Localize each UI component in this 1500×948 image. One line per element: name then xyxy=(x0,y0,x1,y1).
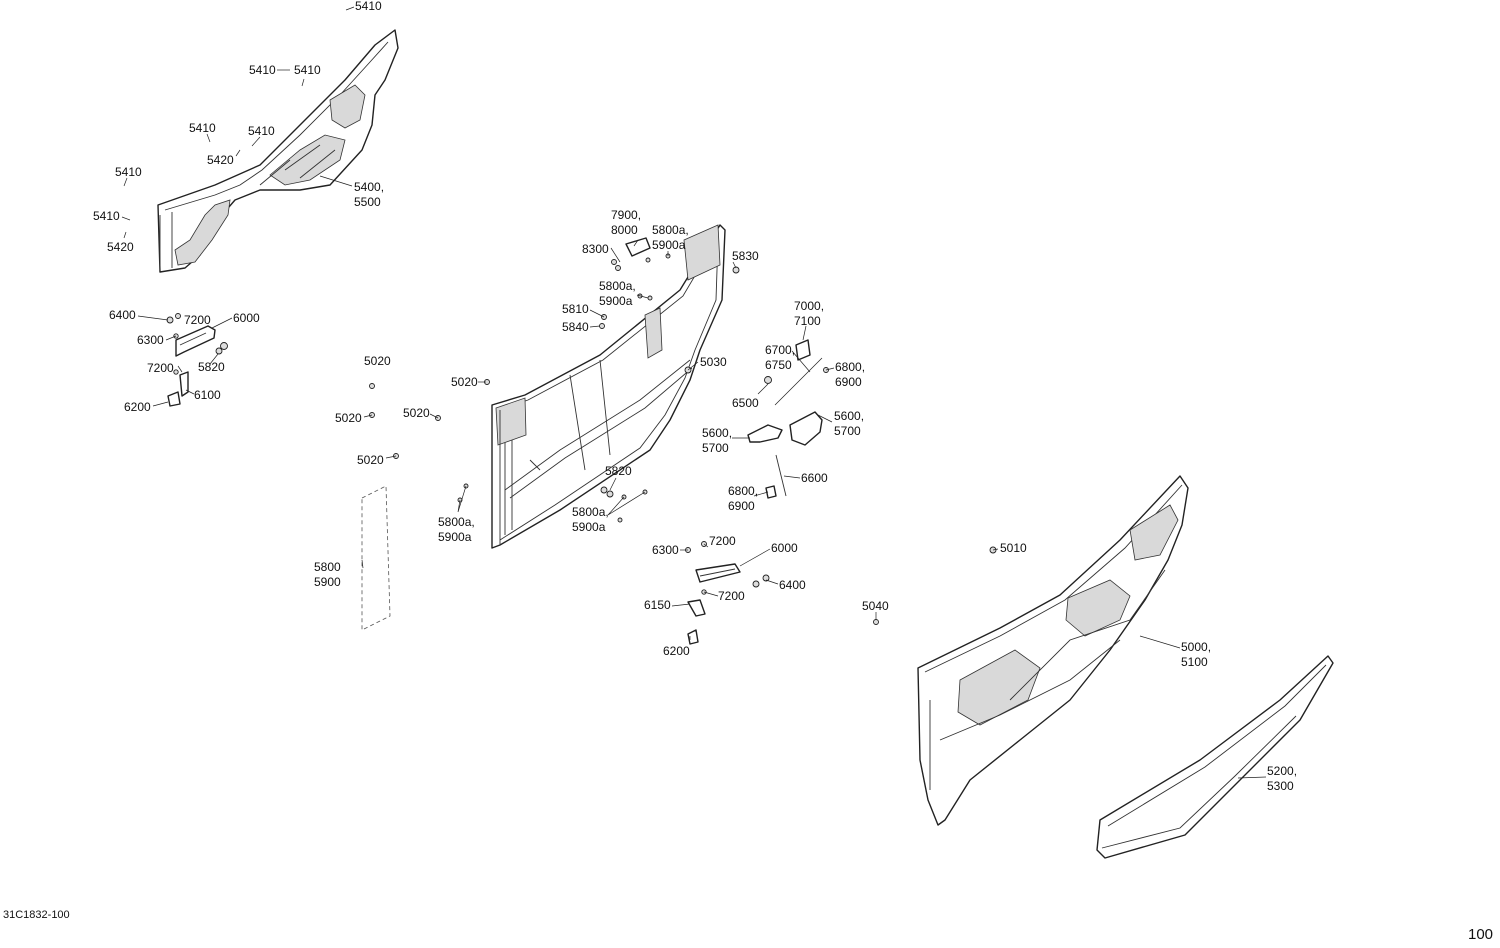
callout-7200: 7200 xyxy=(709,534,736,548)
upper-hinge-group xyxy=(166,313,228,407)
door-frame xyxy=(491,224,726,549)
callout-6000: 6000 xyxy=(771,541,798,555)
latch-mechanism xyxy=(747,339,829,499)
callout-5300: 5300 xyxy=(1267,779,1294,793)
callout-5900a: 5900a xyxy=(599,294,633,308)
callout-5820: 5820 xyxy=(198,360,225,374)
callout-7200: 7200 xyxy=(147,361,174,375)
callout-5020: 5020 xyxy=(451,375,478,389)
callout-6400: 6400 xyxy=(779,578,806,592)
callout-6700: 6700, xyxy=(765,343,795,357)
callout-5410: 5410 xyxy=(249,63,276,77)
callout-5700: 5700 xyxy=(834,424,861,438)
callout-5830: 5830 xyxy=(732,249,759,263)
callout-5800a: 5800a, xyxy=(438,515,475,529)
callout-6150: 6150 xyxy=(644,598,671,612)
callout-6200: 6200 xyxy=(124,400,151,414)
outer-door-panel xyxy=(917,475,1189,826)
callout-5900a: 5900a xyxy=(438,530,472,544)
callout-labels: 5410 5410 5410 5410 5410 5420 5410 5410 … xyxy=(93,0,1297,793)
callout-5900a: 5900a xyxy=(652,238,686,252)
callout-5900a: 5900a xyxy=(572,520,606,534)
callout-6800: 6800, xyxy=(728,484,758,498)
callout-6300: 6300 xyxy=(652,543,679,557)
inner-trim-panel xyxy=(157,29,399,273)
callout-5800a: 5800a, xyxy=(652,223,689,237)
callout-6800: 6800, xyxy=(835,360,865,374)
callout-5020: 5020 xyxy=(364,354,391,368)
callout-5800a: 5800a, xyxy=(599,279,636,293)
callout-5700: 5700 xyxy=(702,441,729,455)
callout-5410: 5410 xyxy=(294,63,321,77)
callout-5810: 5810 xyxy=(562,302,589,316)
callout-5420: 5420 xyxy=(207,153,234,167)
callout-5820: 5820 xyxy=(605,464,632,478)
callout-5400: 5400, xyxy=(354,180,384,194)
callout-8300: 8300 xyxy=(582,242,609,256)
callout-5840: 5840 xyxy=(562,320,589,334)
callout-6900: 6900 xyxy=(835,375,862,389)
callout-5020: 5020 xyxy=(335,411,362,425)
callout-7100: 7100 xyxy=(794,314,821,328)
callout-5500: 5500 xyxy=(354,195,381,209)
callout-5800: 5800 xyxy=(314,560,341,574)
page-number: 100 xyxy=(1468,926,1494,943)
callout-6750: 6750 xyxy=(765,358,792,372)
callout-5600: 5600, xyxy=(834,409,864,423)
callout-6400: 6400 xyxy=(109,308,136,322)
callout-5410: 5410 xyxy=(93,209,120,223)
leader-lines xyxy=(121,6,1267,779)
callout-5010: 5010 xyxy=(1000,541,1027,555)
callout-7900: 7900, xyxy=(611,208,641,222)
callout-5900: 5900 xyxy=(314,575,341,589)
callout-5100: 5100 xyxy=(1181,655,1208,669)
callout-5030: 5030 xyxy=(700,355,727,369)
callout-5020: 5020 xyxy=(357,453,384,467)
callout-5200: 5200, xyxy=(1267,764,1297,778)
callout-5040: 5040 xyxy=(862,599,889,613)
callout-5600: 5600, xyxy=(702,426,732,440)
callout-7200: 7200 xyxy=(184,313,211,327)
callout-5410: 5410 xyxy=(248,124,275,138)
callout-5410: 5410 xyxy=(189,121,216,135)
glass-panel xyxy=(1096,655,1334,859)
callout-5420: 5420 xyxy=(107,240,134,254)
callout-6900: 6900 xyxy=(728,499,755,513)
callout-7200: 7200 xyxy=(718,589,745,603)
callout-8000: 8000 xyxy=(611,223,638,237)
callout-6200: 6200 xyxy=(663,644,690,658)
callout-6100: 6100 xyxy=(194,388,221,402)
callout-5800a: 5800a, xyxy=(572,505,609,519)
callout-6300: 6300 xyxy=(137,333,164,347)
callout-6600: 6600 xyxy=(801,471,828,485)
callout-5410: 5410 xyxy=(355,0,382,13)
callout-5000: 5000, xyxy=(1181,640,1211,654)
callout-5020: 5020 xyxy=(403,406,430,420)
window-outline xyxy=(361,485,391,631)
callout-6500: 6500 xyxy=(732,396,759,410)
drawing-code: 31C1832-100 xyxy=(3,909,70,921)
callout-7000: 7000, xyxy=(794,299,824,313)
callout-6000: 6000 xyxy=(233,311,260,325)
callout-5410: 5410 xyxy=(115,165,142,179)
